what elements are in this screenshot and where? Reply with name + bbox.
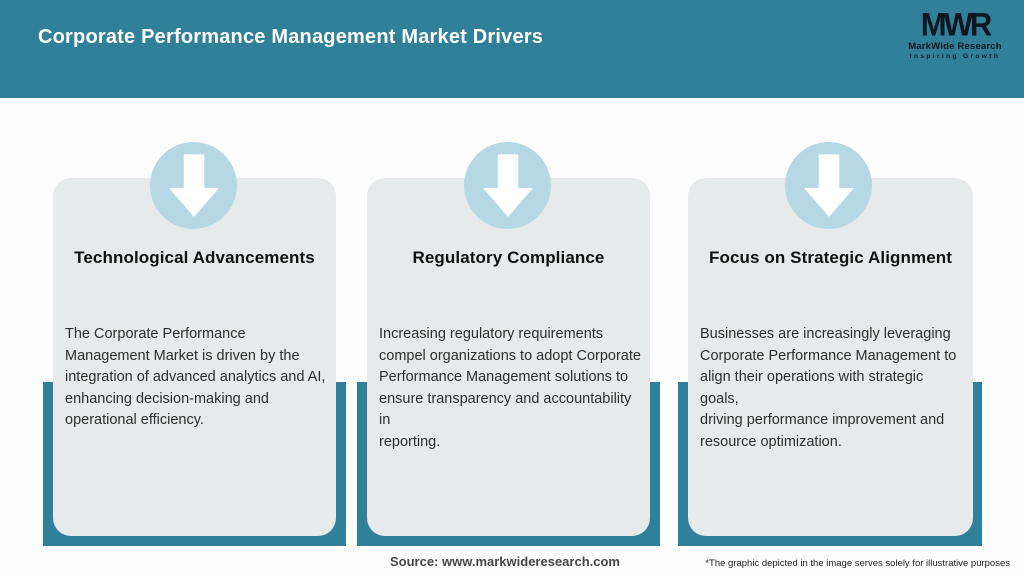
logo-name: MarkWide Research bbox=[908, 41, 1002, 52]
header-bar: Corporate Performance Management Market … bbox=[0, 0, 1024, 98]
card-body: Increasing regulatory requirements compe… bbox=[379, 326, 641, 450]
logo-tagline: Inspiring Growth bbox=[909, 53, 1001, 60]
card-title: Regulatory Compliance bbox=[412, 248, 605, 267]
card-title: Focus on Strategic Alignment bbox=[708, 248, 953, 267]
page-title: Corporate Performance Management Market … bbox=[38, 26, 544, 48]
markwide-logo: MWR MarkWide Research Inspiring Growth bbox=[900, 6, 1010, 60]
card-title: Technological Advancements bbox=[74, 248, 315, 267]
down-arrow-badge-1 bbox=[150, 142, 237, 229]
down-arrow-badge-3 bbox=[785, 142, 872, 229]
card-body: The Corporate Performance Management Mar… bbox=[65, 326, 326, 428]
driver-card-focus-on-strategic-alignment: Focus on Strategic Alignment Businesses … bbox=[688, 178, 973, 536]
driver-card-technological-advancements: Technological Advancements The Corporate… bbox=[53, 178, 336, 536]
card-body: Businesses are increasingly leveraging C… bbox=[700, 326, 957, 450]
down-arrow-icon bbox=[168, 153, 219, 217]
down-arrow-icon bbox=[803, 153, 854, 217]
source-text: Source: www.markwideresearch.com bbox=[389, 554, 620, 569]
driver-card-regulatory-compliance: Regulatory Compliance Increasing regulat… bbox=[367, 178, 650, 536]
disclaimer-text: *The graphic depicted in the image serve… bbox=[705, 558, 1010, 569]
down-arrow-icon bbox=[482, 153, 533, 217]
down-arrow-badge-2 bbox=[464, 142, 551, 229]
logo-monogram: MWR bbox=[920, 6, 992, 43]
